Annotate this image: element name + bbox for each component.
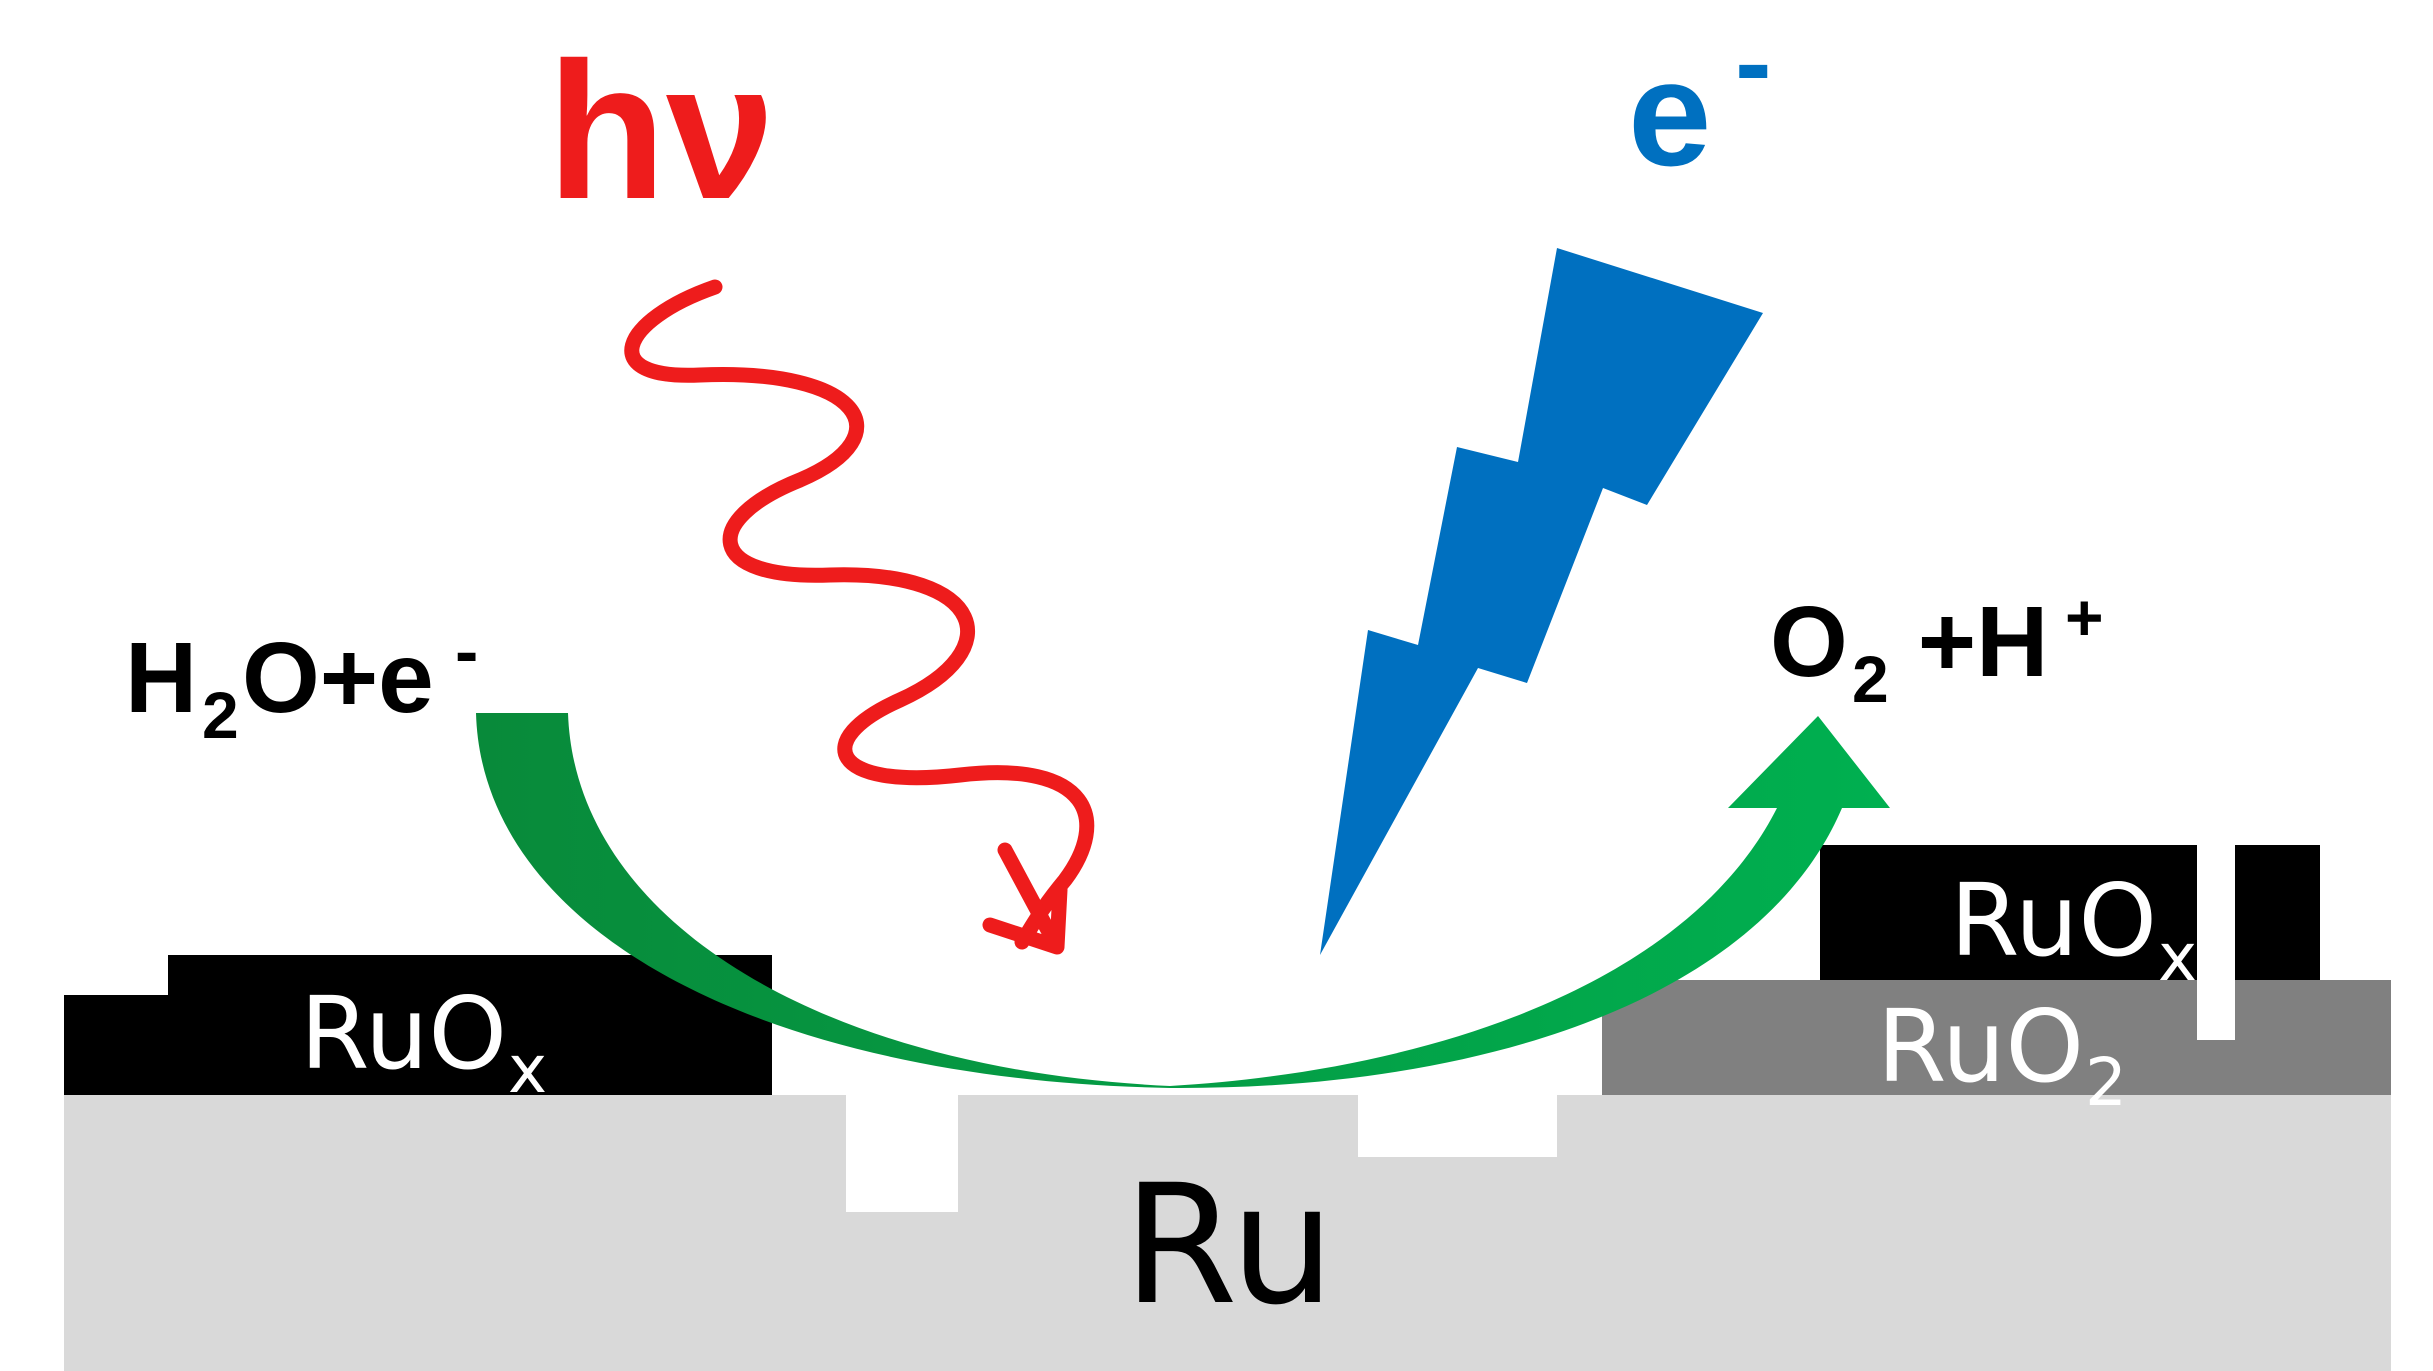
reactant-charge: - [455,612,478,690]
photon-wavy-arrow [624,279,1095,950]
right-ruox-label: RuO x [1950,862,2197,996]
left-ruox-label: RuO x [300,975,547,1108]
product-charge: + [2065,580,2104,654]
reactant-rest: O+e [242,622,434,734]
product-sub: 2 [1852,642,1889,716]
left-ruox-main: RuO [300,975,507,1092]
right-ruox-layer [1820,845,2320,980]
lightning-bolt-icon [1320,248,1763,955]
product-o: O [1770,586,1848,698]
product-rest: +H [1890,586,2048,698]
electron-label: e [1628,29,1711,197]
ru-substrate [64,1095,2391,1371]
left-ruox-layer [64,955,772,1095]
right-ruo2-label: RuO 2 [1877,988,2127,1121]
reactant-h: H [125,622,197,734]
product-label: O 2 +H + [1770,580,2104,716]
light-label: hν [547,22,775,240]
reactant-label: H 2 O+e - [125,612,478,752]
right-ruo2-main: RuO [1877,988,2084,1105]
left-ruox-sub: x [508,1031,547,1108]
right-ruo2-sub: 2 [2085,1044,2127,1121]
right-ruo2-layer [1602,980,2391,1095]
photon-arrowhead [982,842,1068,955]
right-stack-crack [2197,845,2235,1040]
substrate-label: Ru [1123,1149,1335,1341]
right-ruox-main: RuO [1950,862,2157,979]
right-ruox-sub: x [2158,919,2197,996]
electron-charge: - [1735,1,1772,124]
reactant-sub: 2 [202,678,239,752]
